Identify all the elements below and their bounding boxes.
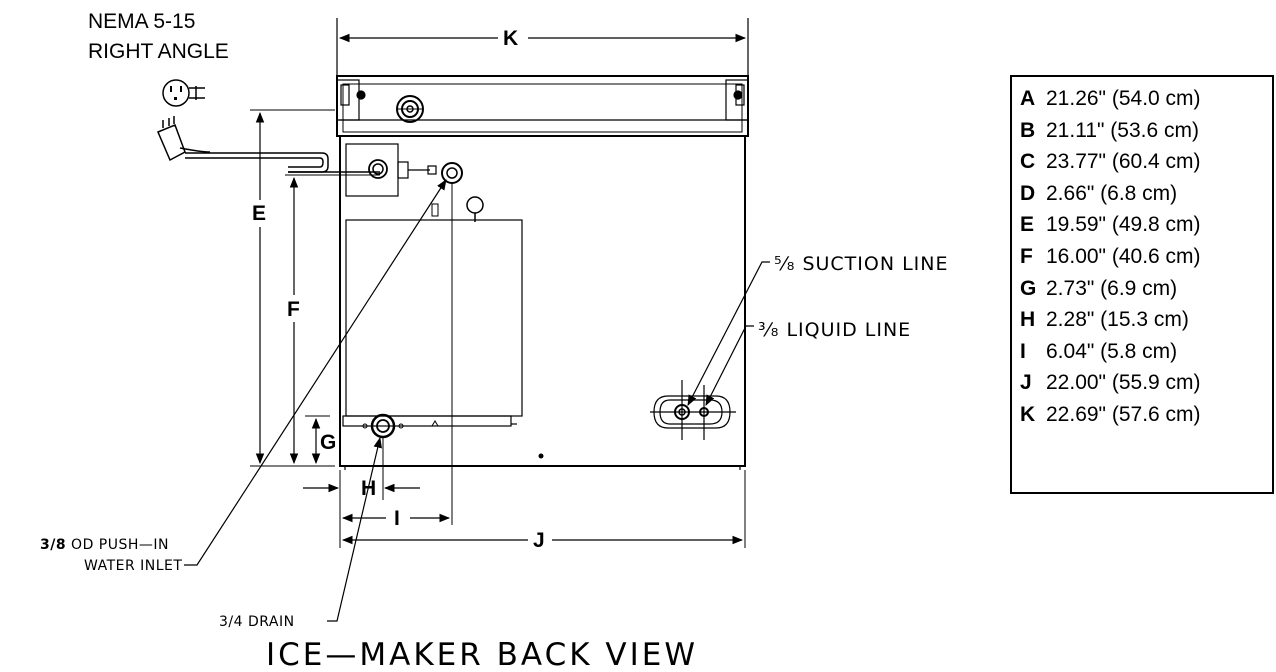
cord-entry-box [345,143,437,197]
legend-value: 21.26" (54.0 cm) [1046,87,1201,110]
dimension-j: J [341,470,746,552]
dimension-g: G [311,417,336,465]
inner-panel [342,219,523,427]
water-inlet-fitting-icon [441,162,463,184]
cabinet-base [340,465,745,470]
small-dot [538,453,544,459]
liquid-line-label: ³⁄₈ LIQUID LINE [758,319,911,341]
legend-value: 21.11" (53.6 cm) [1046,118,1199,142]
legend-value: 2.73" (6.9 cm) [1046,276,1178,300]
legend-letter: I [1020,339,1026,363]
legend-letter: B [1020,118,1036,142]
legend-letter: G [1020,276,1037,300]
drain-label: 3/4 DRAIN [219,614,295,630]
drain-callout: 3/4 DRAIN [219,436,382,630]
legend-row-g: G 2.73" (6.9 cm) [1012,273,1272,305]
dimension-letter-k: K [503,27,518,50]
dimension-letter-j: J [533,529,545,552]
legend-row-k: K 22.69" (57.6 cm) [1012,399,1272,431]
legend-value: 23.77" (60.4 cm) [1046,150,1201,174]
legend-letter: F [1020,244,1033,268]
dimension-f: F [287,176,300,465]
legend-value: 22.69" (57.6 cm) [1046,402,1201,426]
water-inlet-label-line1: 3/8 OD PUSH—IN [40,537,169,553]
dimension-letter-i: I [394,507,400,530]
legend-row-i: I 6.04" (5.8 cm) [1012,336,1272,368]
legend-row-e: E 19.59" (49.8 cm) [1012,209,1272,241]
legend-value: 2.28" (15.3 cm) [1046,308,1189,332]
legend-row-d: D 2.66" (6.8 cm) [1012,178,1272,210]
suction-line-callout: ⁵⁄₈ SUCTION LINE [687,253,949,406]
drain-fitting-icon [362,413,404,439]
plug-face-icon [162,79,205,107]
dimension-legend: A 21.26" (54.0 cm) B 21.11" (53.6 cm) C 23.77… [1010,75,1274,494]
suction-line-label: ⁵⁄₈ SUCTION LINE [774,253,949,275]
legend-value: 2.66" (6.8 cm) [1046,181,1178,205]
legend-letter: H [1020,308,1036,332]
legend-letter: C [1020,150,1036,174]
dimension-k: K [336,18,749,85]
legend-value: 16.00" (40.6 cm) [1046,244,1201,268]
legend-letter: E [1020,213,1035,237]
water-inlet-label-line2: WATER INLET [84,558,182,574]
legend-row-f: F 16.00" (40.6 cm) [1012,241,1272,273]
liquid-line-callout: ³⁄₈ LIQUID LINE [705,319,911,406]
top-fitting-icon [396,95,424,123]
legend-row-b: B 21.11" (53.6 cm) [1012,115,1272,147]
legend-row-j: J 22.00" (55.9 cm) [1012,367,1272,399]
plug-label-line1: NEMA 5-15 [88,10,195,33]
small-mark [431,420,439,427]
water-inlet-size: 3/8 [40,537,66,553]
legend-value: 6.04" (5.8 cm) [1046,339,1178,363]
vertical-extension-lines [250,109,380,467]
water-inlet-callout: 3/8 OD PUSH—IN WATER INLET [40,179,447,574]
dimension-letter-e: E [252,202,266,225]
top-right-bracket [725,79,749,121]
drawing-title: ICE—MAKER BACK VIEW [266,637,698,672]
dimension-letter-g: G [320,431,336,454]
legend-letter: J [1020,371,1032,395]
power-cord [185,152,380,173]
line-set-fittings-icon [650,380,736,440]
water-inlet-type: OD PUSH—IN [66,537,169,553]
dimension-e: E [252,111,266,465]
legend-letter: A [1020,87,1036,110]
legend-row-c: C 23.77" (60.4 cm) [1012,146,1272,178]
right-angle-plug-icon [157,116,211,162]
plug-label-line2: RIGHT ANGLE [88,40,229,63]
legend-row-h: H 2.28" (15.3 cm) [1012,304,1272,336]
hanger-icon [466,196,484,222]
legend-row-a: A 21.26" (54.0 cm) [1012,83,1272,115]
dimension-i: I [339,183,453,548]
legend-letter: D [1020,181,1036,205]
legend-letter: K [1020,402,1036,426]
top-left-bracket [336,79,366,121]
legend-value: 22.00" (55.9 cm) [1046,371,1201,395]
legend-value: 19.59" (49.8 cm) [1046,213,1201,237]
small-plug-mark [431,203,439,217]
dimension-letter-f: F [287,298,300,321]
